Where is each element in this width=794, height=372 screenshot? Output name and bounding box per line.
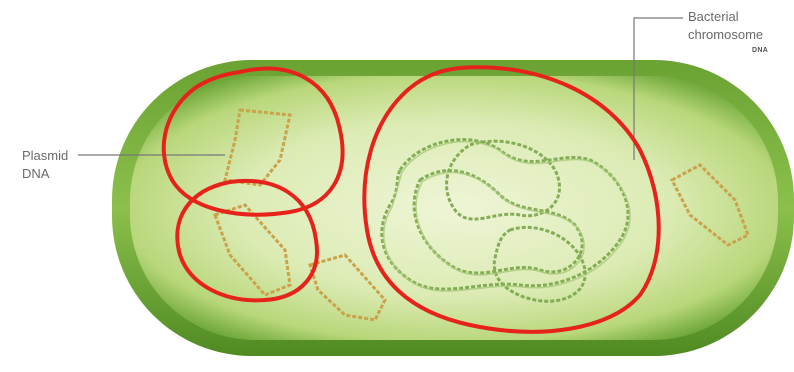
bacterial-chromosome-label-line2: chromosome [688, 26, 763, 43]
cytoplasm [130, 76, 778, 340]
plasmid-dna-label-line2: DNA [22, 165, 49, 182]
plasmid-dna-label-line1: Plasmid [22, 147, 68, 164]
bacterial-chromosome-label-line1: Bacterial [688, 8, 739, 25]
dna-small-label: DNA [752, 47, 768, 54]
